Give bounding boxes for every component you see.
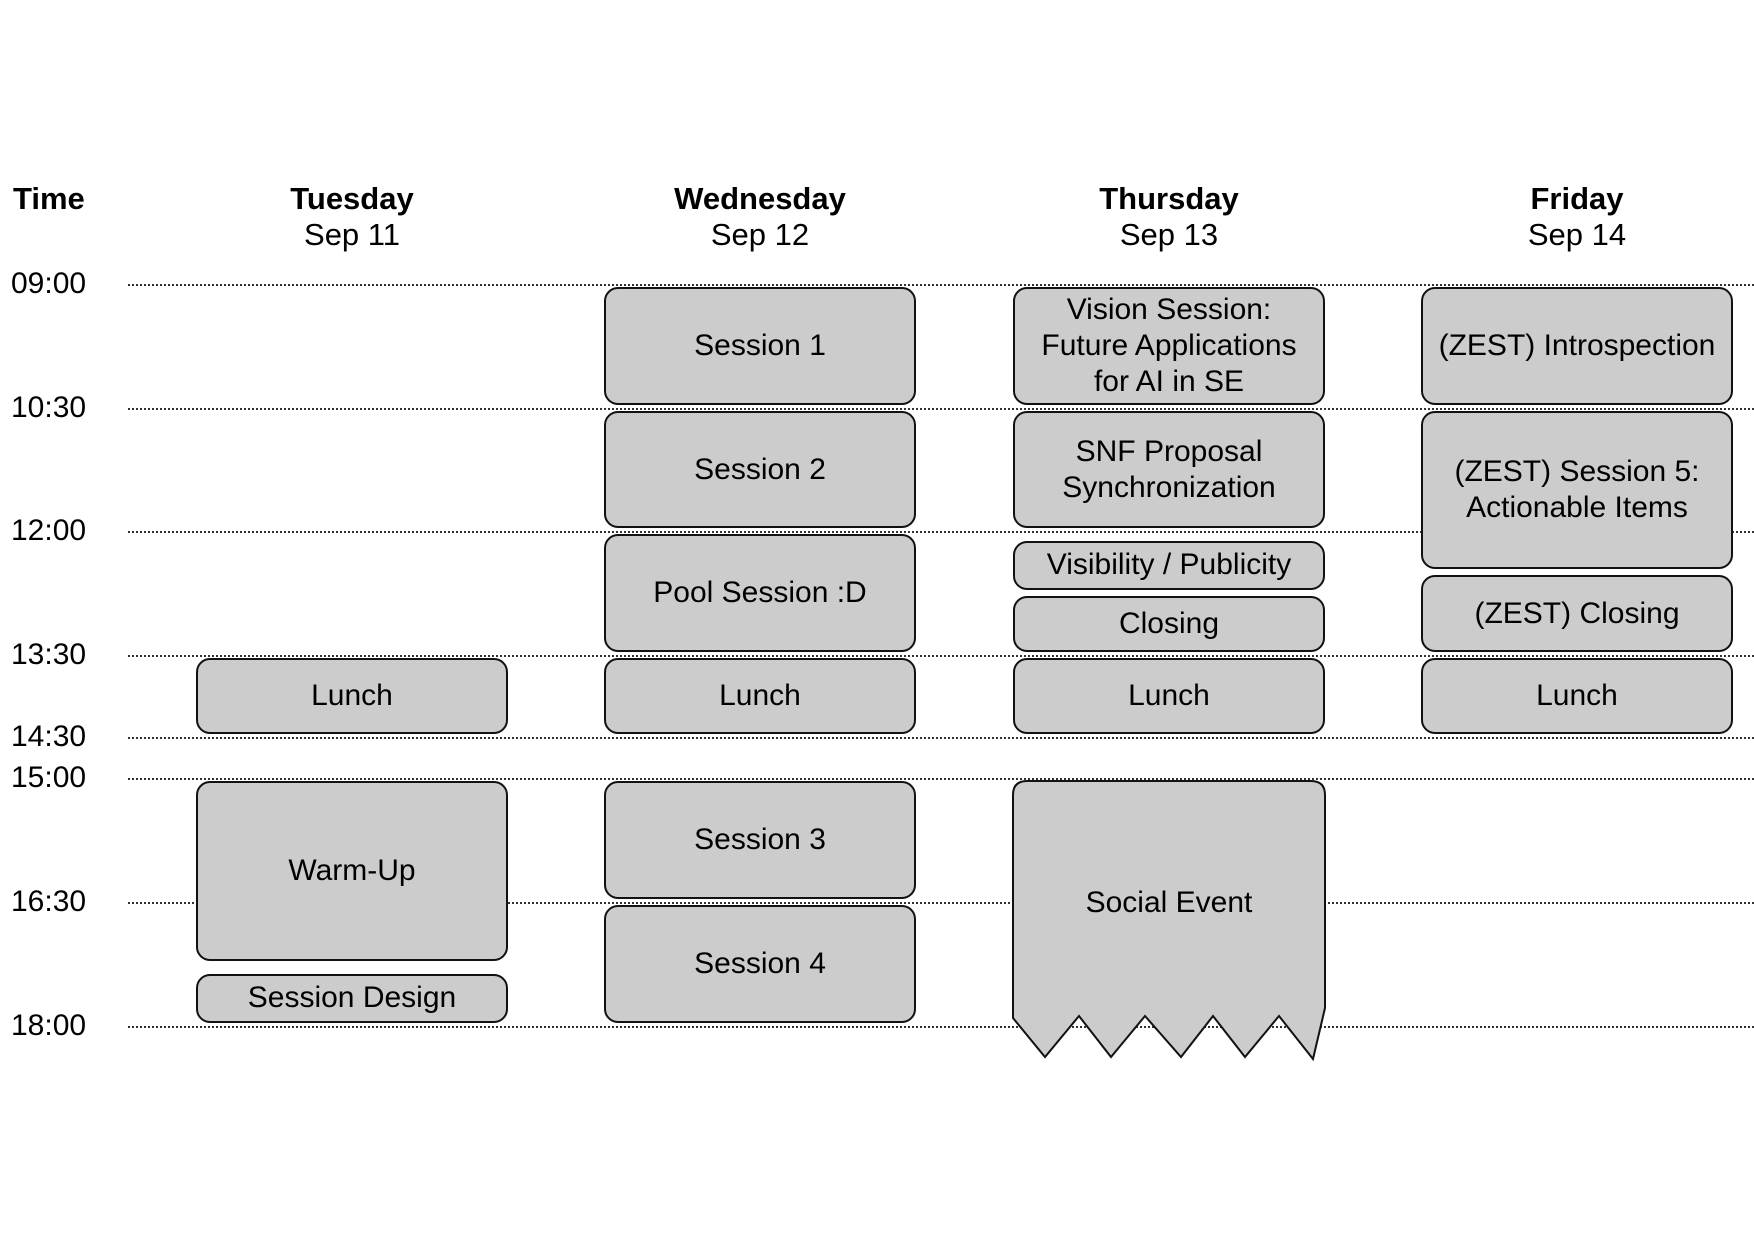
event-block-lunch[interactable]: Lunch bbox=[1421, 658, 1733, 734]
event-block-lunch[interactable]: Lunch bbox=[1013, 658, 1325, 734]
event-title-line: Actionable Items bbox=[1466, 491, 1688, 525]
time-label: 15:00 bbox=[11, 761, 87, 794]
event-title-line: (ZEST) Session 5: bbox=[1454, 455, 1700, 489]
day-name: Thursday bbox=[1099, 181, 1239, 216]
event-title-line: Future Applications bbox=[1041, 329, 1297, 362]
time-label: 16:30 bbox=[11, 885, 87, 918]
event-title-line: Vision Session: bbox=[1066, 293, 1272, 326]
time-label: 10:30 bbox=[11, 391, 87, 424]
event-block-session-2[interactable]: Session 2 bbox=[604, 411, 916, 528]
event-title-line: Pool Session :D bbox=[653, 576, 867, 609]
day-date: Sep 14 bbox=[1527, 217, 1627, 252]
time-grid-line bbox=[128, 1026, 1754, 1028]
event-block-lunch[interactable]: Lunch bbox=[604, 658, 916, 734]
event-title-line: Lunch bbox=[719, 679, 801, 712]
event-block-session-design[interactable]: Session Design bbox=[196, 973, 508, 1023]
event-title-line: Session 3 bbox=[694, 823, 826, 856]
event-title-line: Session Design bbox=[247, 981, 457, 1015]
event-title: Session 1 bbox=[694, 328, 826, 364]
event-block-lunch[interactable]: Lunch bbox=[196, 658, 508, 734]
event-block-visibility-publicity[interactable]: Visibility / Publicity bbox=[1013, 540, 1325, 590]
time-label: 18:00 bbox=[11, 1009, 87, 1042]
event-title: Lunch bbox=[1128, 678, 1210, 714]
event-title: Pool Session :D bbox=[653, 575, 866, 611]
event-title-line: Closing bbox=[1118, 607, 1220, 640]
event-title-line: Warm-Up bbox=[288, 854, 416, 887]
time-label: 12:00 bbox=[11, 514, 87, 547]
event-title-line: Session 1 bbox=[694, 329, 826, 362]
event-title: Session 4 bbox=[694, 946, 826, 982]
event-title: Closing bbox=[1119, 606, 1219, 642]
event-title-line: Lunch bbox=[1536, 679, 1618, 712]
event-block-session-4[interactable]: Session 4 bbox=[604, 905, 916, 1023]
event-block-zest-introspection[interactable]: (ZEST) Introspection bbox=[1421, 287, 1733, 405]
event-title-line: Synchronization bbox=[1062, 470, 1276, 504]
event-block-social-event[interactable]: Social Event bbox=[1011, 779, 1327, 1062]
time-grid-line bbox=[128, 737, 1754, 739]
time-grid-line bbox=[128, 284, 1754, 286]
day-date: Sep 13 bbox=[1119, 217, 1219, 252]
event-block-warm-up[interactable]: Warm-Up bbox=[196, 781, 508, 961]
event-title: Warm-Up bbox=[288, 853, 415, 889]
time-label: 14:30 bbox=[11, 720, 87, 753]
event-title-line: SNF Proposal bbox=[1075, 434, 1263, 468]
event-title: (ZEST) Session 5:Actionable Items bbox=[1454, 454, 1699, 526]
time-grid-line bbox=[128, 655, 1754, 657]
event-title: (ZEST) Introspection bbox=[1439, 328, 1716, 364]
event-title: Lunch bbox=[311, 678, 393, 714]
event-title: Session Design bbox=[248, 980, 456, 1016]
event-title: Lunch bbox=[719, 678, 801, 714]
event-title: Lunch bbox=[1536, 678, 1618, 714]
event-title: Visibility / Publicity bbox=[1047, 547, 1292, 583]
time-grid-line bbox=[128, 531, 1754, 533]
day-name: Tuesday bbox=[290, 181, 414, 216]
time-grid-line bbox=[128, 778, 1754, 780]
day-name: Wednesday bbox=[674, 181, 846, 216]
time-label: 13:30 bbox=[11, 638, 87, 671]
event-block-zest-closing[interactable]: (ZEST) Closing bbox=[1421, 575, 1733, 652]
event-title-line: Visibility / Publicity bbox=[1046, 548, 1292, 582]
event-block-session-3[interactable]: Session 3 bbox=[604, 781, 916, 899]
day-name: Friday bbox=[1530, 181, 1624, 216]
event-title: Social Event bbox=[1086, 886, 1253, 919]
day-date: Sep 12 bbox=[710, 217, 810, 252]
event-title-line: Session 4 bbox=[694, 947, 826, 980]
event-title: (ZEST) Closing bbox=[1474, 596, 1679, 632]
event-title: Session 3 bbox=[694, 822, 826, 858]
time-label: 09:00 bbox=[11, 267, 87, 300]
event-block-zest-session-5-actionable-items[interactable]: (ZEST) Session 5:Actionable Items bbox=[1421, 411, 1733, 570]
event-title-line: Session 2 bbox=[694, 452, 826, 486]
time-grid-line bbox=[128, 408, 1754, 410]
event-title-line: Lunch bbox=[311, 679, 393, 712]
event-block-closing[interactable]: Closing bbox=[1013, 596, 1325, 652]
event-title: Session 2 bbox=[694, 452, 826, 488]
day-date: Sep 11 bbox=[304, 217, 400, 252]
event-title-line: (ZEST) Introspection bbox=[1438, 329, 1716, 362]
event-block-session-1[interactable]: Session 1 bbox=[604, 287, 916, 405]
event-title-line: Lunch bbox=[1128, 679, 1210, 712]
event-title-line: for AI in SE bbox=[1093, 365, 1245, 398]
time-column-header: Time bbox=[13, 181, 85, 216]
event-block-pool-session-d[interactable]: Pool Session :D bbox=[604, 534, 916, 652]
social-event-shape bbox=[1012, 780, 1326, 1062]
event-title-line: (ZEST) Closing bbox=[1474, 596, 1680, 630]
time-grid-line bbox=[128, 902, 1754, 904]
